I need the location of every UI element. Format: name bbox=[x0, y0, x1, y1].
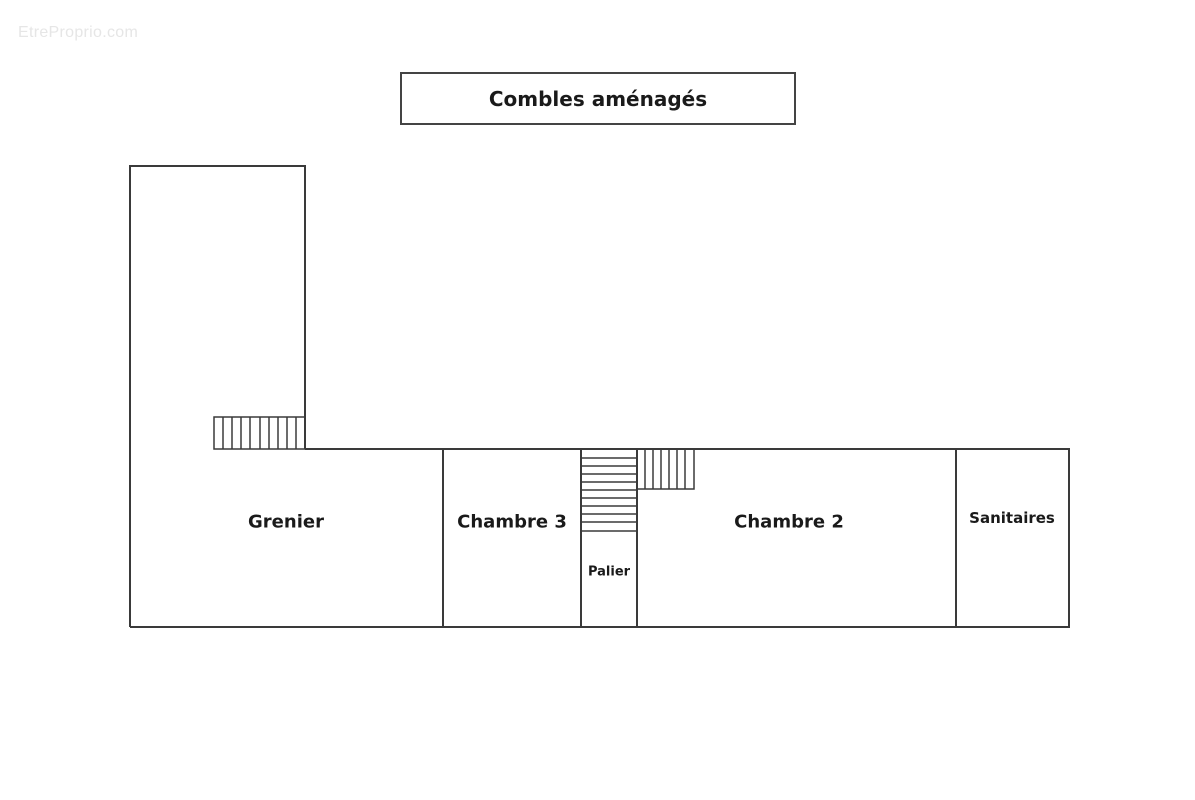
room-label-palier: Palier bbox=[587, 564, 631, 580]
room-label-grenier: Grenier bbox=[248, 511, 324, 533]
room-label-chambre-2: Chambre 2 bbox=[734, 511, 844, 533]
plan-title-box: Combles aménagés bbox=[400, 72, 796, 125]
room-label-chambre-3: Chambre 3 bbox=[457, 511, 567, 533]
stair-palier-icon bbox=[581, 457, 637, 532]
room-label-sanitaires: Sanitaires bbox=[969, 509, 1055, 527]
watermark-logo: EtreProprio.com bbox=[18, 24, 139, 41]
stair-turn-icon bbox=[636, 448, 695, 490]
stair-grenier-icon bbox=[213, 416, 306, 450]
left-wing-outline bbox=[129, 165, 306, 627]
main-body-top-wall bbox=[130, 448, 1070, 628]
plan-title: Combles aménagés bbox=[488, 86, 708, 111]
